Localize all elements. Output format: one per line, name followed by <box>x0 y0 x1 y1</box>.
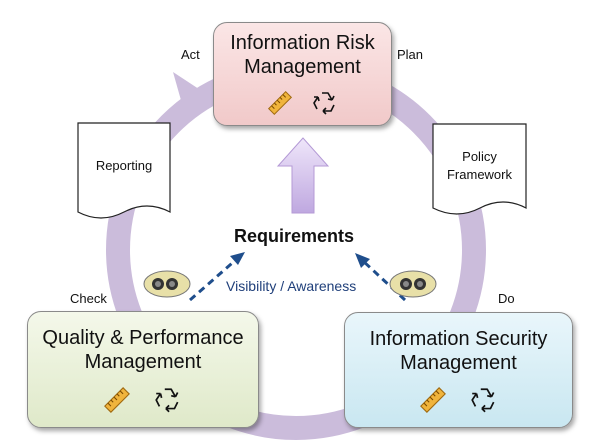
ruler-icon <box>419 387 446 413</box>
recycle-icon <box>155 388 179 413</box>
policy-framework-label: Policy Framework <box>446 149 512 182</box>
node-icons <box>214 89 391 117</box>
visibility-awareness-label: Visibility / Awareness <box>226 278 357 294</box>
dashed-arrow-left <box>189 252 245 302</box>
binoculars-icon <box>389 270 437 298</box>
ruler-icon <box>267 90 292 116</box>
quality-performance-management-box: Quality & Performance Management <box>27 311 259 428</box>
node-icons <box>345 385 572 415</box>
up-arrow <box>276 137 330 214</box>
phase-do-label: Do <box>498 291 515 306</box>
recycle-icon <box>312 92 335 115</box>
node-title: Quality & Performance Management <box>42 327 244 373</box>
information-risk-management-box: Information Risk Management <box>213 22 392 126</box>
node-icons <box>28 385 258 415</box>
policy-document <box>432 123 527 215</box>
node-title: Information Risk Management <box>230 32 375 78</box>
node-title: Information Security Management <box>369 328 548 374</box>
recycle-icon <box>470 388 494 413</box>
dashed-arrow-right <box>355 253 407 302</box>
information-security-management-box: Information Security Management <box>344 312 573 428</box>
requirements-label: Requirements <box>234 226 355 246</box>
phase-act-label: Act <box>181 47 200 62</box>
phase-check-label: Check <box>70 291 107 306</box>
cycle-arrowhead <box>173 72 208 118</box>
ruler-icon <box>104 387 130 413</box>
binoculars-icon <box>143 270 191 298</box>
phase-plan-label: Plan <box>397 47 424 62</box>
reporting-label: Reporting <box>95 158 153 173</box>
reporting-document <box>77 122 171 219</box>
